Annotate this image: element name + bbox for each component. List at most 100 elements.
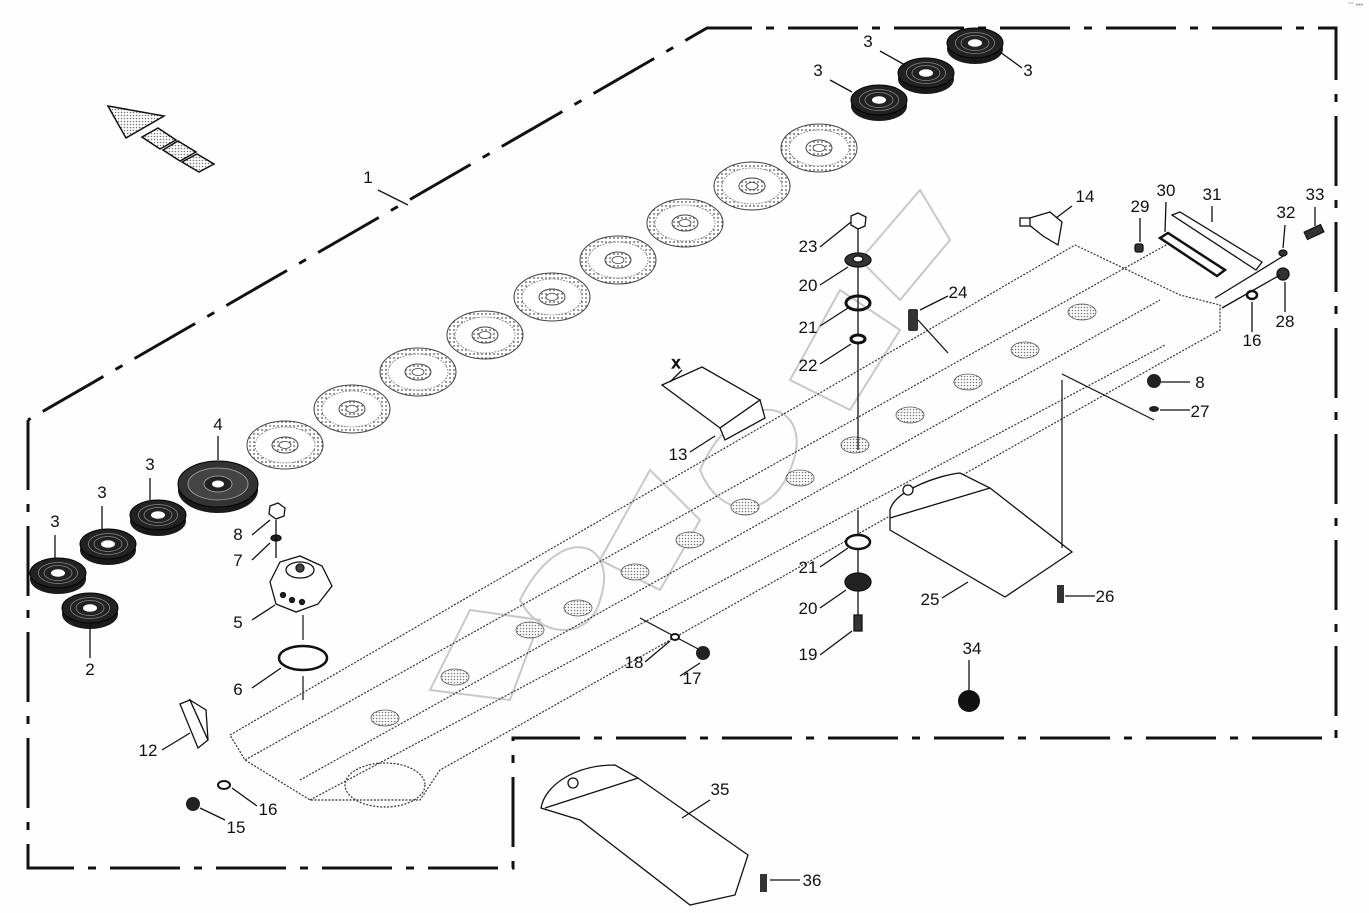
idler-gear: [946, 27, 1004, 64]
gear: [379, 347, 457, 397]
gear: [313, 384, 391, 434]
callout-gasket[interactable]: 30: [1157, 181, 1176, 200]
gear: [513, 272, 591, 322]
drive-gear: [177, 460, 259, 513]
callout-bolt[interactable]: 26: [1096, 587, 1115, 606]
callout-skid-plate[interactable]: 35: [711, 780, 730, 799]
callout-cover-plate[interactable]: 31: [1203, 185, 1222, 204]
skid-block: X: [660, 356, 766, 441]
leader-line: [919, 295, 949, 311]
leader-line: [879, 50, 906, 66]
lower-fastener-stack: [844, 510, 872, 632]
callout-stud[interactable]: 24: [949, 283, 968, 302]
callout-o-ring[interactable]: 6: [233, 680, 242, 699]
assembly-boundary: [26, 26, 1338, 870]
leader-line: [681, 799, 711, 819]
callout-bolt[interactable]: 33: [1306, 185, 1325, 204]
callout-bolt[interactable]: 36: [803, 871, 822, 890]
leader-line: [819, 630, 853, 656]
gear: [646, 198, 724, 248]
callout-bolt[interactable]: 19: [799, 645, 818, 664]
idler-gear: [61, 592, 119, 629]
center-fastener-stack: [844, 212, 872, 450]
callout-nut[interactable]: 29: [1131, 197, 1150, 216]
leader-lines: [54, 50, 1316, 881]
watermark: [428, 188, 952, 702]
leader-line: [819, 221, 852, 248]
idler-gear: [29, 557, 87, 594]
callout-washer[interactable]: 22: [799, 356, 818, 375]
nut-washer: [268, 502, 286, 558]
callout-idler-gear[interactable]: 3: [813, 61, 822, 80]
leader-line: [377, 189, 409, 206]
disc-mount: [730, 498, 760, 516]
callout-nut[interactable]: 23: [799, 237, 818, 256]
idler-gear: [897, 57, 955, 94]
leader-line: [231, 787, 258, 807]
callout-end-cap[interactable]: 14: [1076, 187, 1095, 206]
leader-line: [251, 519, 271, 536]
leader-line: [819, 307, 849, 327]
callout-skid-plate[interactable]: 25: [921, 590, 940, 609]
callout-washer[interactable]: 7: [233, 551, 242, 570]
cover-plate-assembly: [1134, 211, 1325, 309]
cutter-bar-frame: [229, 239, 1221, 808]
plug: [186, 797, 200, 811]
skid-plate-35: [540, 764, 749, 906]
callout-o-ring[interactable]: 21: [799, 558, 818, 577]
callout-bearing-housing[interactable]: 5: [233, 613, 242, 632]
gear: [446, 310, 524, 360]
callout-o-ring[interactable]: 21: [799, 318, 818, 337]
disc-mount: [563, 599, 593, 617]
callout-idler-gear[interactable]: 3: [50, 512, 59, 531]
callout-idler-gear[interactable]: 3: [97, 483, 106, 502]
callout-nut[interactable]: 8: [1195, 373, 1204, 392]
leader-line: [819, 547, 849, 568]
corner-mark: °° •••: [1348, 2, 1363, 9]
callout-cutter-bar-assembly[interactable]: 1: [363, 168, 372, 187]
callout-skid-block[interactable]: 13: [669, 445, 688, 464]
callout-seal-ring[interactable]: 18: [625, 653, 644, 672]
disc-mount: [1067, 303, 1097, 321]
cutter-discs: [370, 303, 1097, 727]
dimension-label: X: [672, 357, 680, 371]
idler-gear: [79, 528, 137, 565]
callout-idler-gear[interactable]: 2: [85, 660, 94, 679]
callout-drive-gear[interactable]: 4: [213, 415, 222, 434]
leader-line: [679, 662, 701, 677]
callout-plug[interactable]: 15: [227, 818, 246, 837]
callout-end-cap[interactable]: 12: [139, 741, 158, 760]
callout-gear-oil[interactable]: 34: [963, 639, 982, 658]
callout-idler-gear[interactable]: 3: [1023, 61, 1032, 80]
callout-idler-gear[interactable]: 3: [863, 32, 872, 51]
callout-seal-ring[interactable]: 16: [1243, 331, 1262, 350]
leader-line: [161, 732, 191, 751]
gear-train: [246, 123, 858, 470]
callout-bushing[interactable]: 20: [799, 599, 818, 618]
leader-line: [1282, 224, 1286, 249]
callout-washer[interactable]: 32: [1277, 203, 1296, 222]
callout-idler-gear[interactable]: 3: [145, 455, 154, 474]
leader-line: [644, 640, 671, 663]
leader-line: [819, 589, 847, 609]
bolt: [1057, 585, 1064, 603]
callout-breather[interactable]: 28: [1276, 312, 1295, 331]
callout-drain-plug[interactable]: 17: [683, 669, 702, 688]
disc-mount: [370, 709, 400, 727]
leader-line: [251, 604, 276, 621]
skid-plate-25: [889, 472, 1074, 598]
disc-mount: [1010, 341, 1040, 359]
callout-seal-ring[interactable]: 16: [259, 800, 278, 819]
idler-gear: [850, 84, 908, 121]
gear: [713, 161, 791, 211]
seal-ring: [217, 780, 231, 790]
callout-washer[interactable]: 27: [1191, 402, 1210, 421]
direction-arrow-icon: [106, 104, 216, 173]
leader-line: [829, 79, 853, 93]
leader-line: [1164, 201, 1167, 233]
callout-bushing[interactable]: 20: [799, 276, 818, 295]
drain-plug: [696, 646, 710, 660]
callout-nut[interactable]: 8: [233, 525, 242, 544]
